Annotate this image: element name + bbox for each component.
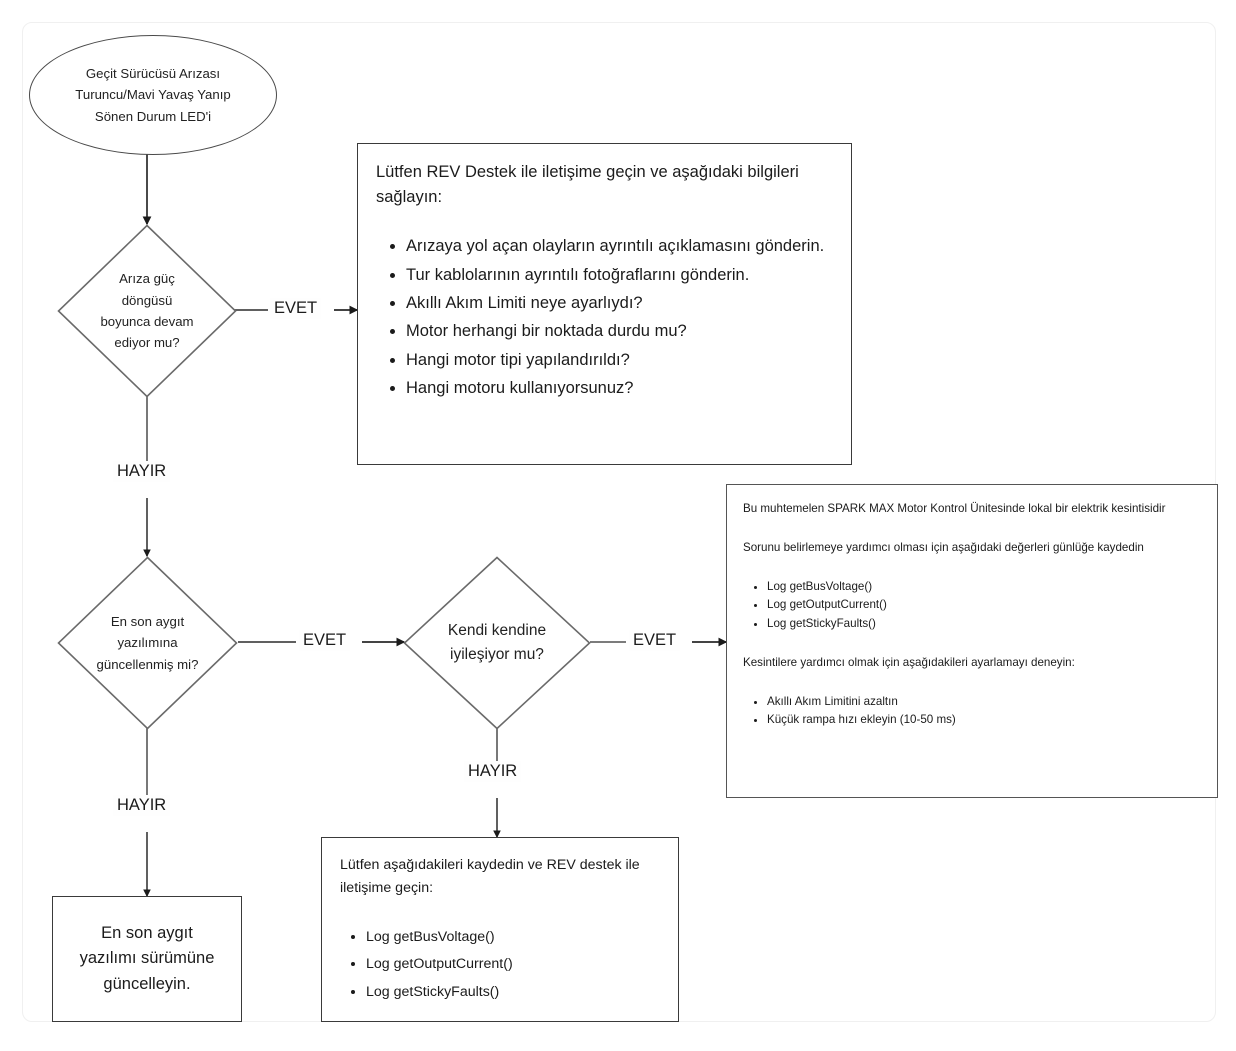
node-decision2-label: En son aygıt yazılımına güncellenmiş mi?	[57, 556, 238, 730]
brownout-box-list: Log getBusVoltage() Log getOutputCurrent…	[743, 578, 1201, 634]
update-box-line-3: güncelleyin.	[103, 974, 191, 993]
brownout-box-bullet-2: Log getOutputCurrent()	[767, 596, 1201, 615]
brownout-box-bullet2-2: Küçük rampa hızı ekleyin (10-50 ms)	[767, 711, 1201, 730]
support-box-intro: Lütfen REV Destek ile iletişime geçin ve…	[376, 163, 799, 207]
node-start-terminator: Geçit Sürücüsü Arızası Turuncu/Mavi Yava…	[29, 35, 277, 155]
update-box-line-2: yazılımı sürümüne	[79, 949, 215, 968]
node-decision3-line-1: Kendi kendine	[447, 621, 547, 639]
support-box-bullet-1: Arızaya yol açan olayların ayrıntılı açı…	[406, 232, 833, 260]
log-box-list: Log getBusVoltage() Log getOutputCurrent…	[340, 924, 660, 1006]
brownout-box-intro2: Sorunu belirlemeye yardımcı olması için …	[743, 540, 1144, 554]
diamond-shape-icon	[57, 556, 238, 730]
node-decision3-label: Kendi kendine iyileşiyor mu?	[403, 556, 591, 730]
support-box-list: Arızaya yol açan olayların ayrıntılı açı…	[376, 232, 833, 402]
node-decision2-line-1: En son aygıt	[110, 613, 185, 629]
brownout-box-intro: Bu muhtemelen SPARK MAX Motor Kontrol Ün…	[743, 502, 1166, 515]
node-start-line-2: Turuncu/Mavi Yavaş Yanıp	[75, 87, 231, 103]
node-decision-power-cycle: Arıza güç döngüsü boyunca devam ediyor m…	[57, 224, 237, 398]
log-box-bullet-2: Log getOutputCurrent()	[366, 951, 660, 978]
node-decision1-line-1: Arıza güç	[119, 271, 175, 287]
update-box-line-1: En son aygıt	[101, 923, 193, 942]
node-start-line-1: Geçit Sürücüsü Arızası	[85, 65, 221, 81]
node-start-line-3: Sönen Durum LED'i	[94, 108, 212, 124]
diamond-shape-icon	[57, 224, 237, 398]
support-box-bullet-5: Hangi motor tipi yapılandırıldı?	[406, 346, 833, 374]
support-box-bullet-4: Motor herhangi bir noktada durdu mu?	[406, 317, 833, 345]
diamond-shape-icon	[403, 556, 591, 730]
support-box-bullet-2: Tur kablolarının ayrıntılı fotoğrafların…	[406, 261, 833, 289]
update-box-text: En son aygıt yazılımı sürümüne güncelley…	[80, 921, 215, 998]
support-box-bullet-6: Hangi motoru kullanıyorsunuz?	[406, 374, 833, 402]
edge-label-decision2-no: HAYIR	[113, 795, 171, 816]
node-decision1-line-4: ediyor mu?	[114, 335, 180, 351]
node-decision-self-recovers: Kendi kendine iyileşiyor mu?	[403, 556, 591, 730]
node-decision1-line-3: boyunca devam	[100, 314, 194, 329]
edge-label-decision3-no: HAYIR	[464, 761, 522, 782]
brownout-box-bullet2-1: Akıllı Akım Limitini azaltın	[767, 693, 1201, 712]
edge-label-decision1-yes: EVET	[270, 298, 322, 319]
log-box-bullet-3: Log getStickyFaults()	[366, 979, 660, 1006]
edge-label-decision2-yes: EVET	[299, 630, 351, 651]
node-start-text: Geçit Sürücüsü Arızası Turuncu/Mavi Yava…	[65, 63, 240, 128]
node-decision1-line-2: döngüsü	[121, 292, 173, 308]
node-log-support-box: Lütfen aşağıdakileri kaydedin ve REV des…	[321, 837, 679, 1022]
brownout-box-bullet-3: Log getStickyFaults()	[767, 615, 1201, 634]
log-box-intro: Lütfen aşağıdakileri kaydedin ve REV des…	[340, 857, 640, 896]
node-decision3-line-2: iyileşiyor mu?	[450, 646, 544, 663]
brownout-box-list-2: Akıllı Akım Limitini azaltın Küçük rampa…	[743, 693, 1201, 731]
node-support-info-box: Lütfen REV Destek ile iletişime geçin ve…	[357, 143, 852, 465]
edge-label-decision3-yes: EVET	[629, 630, 681, 651]
brownout-box-bullet-1: Log getBusVoltage()	[767, 578, 1201, 597]
node-decision2-line-3: güncellenmiş mi?	[96, 656, 199, 672]
node-update-firmware-box: En son aygıt yazılımı sürümüne güncelley…	[52, 896, 242, 1022]
node-decision1-label: Arıza güç döngüsü boyunca devam ediyor m…	[57, 224, 237, 398]
node-decision2-line-2: yazılımına	[117, 635, 178, 651]
support-box-bullet-3: Akıllı Akım Limiti neye ayarlıydı?	[406, 289, 833, 317]
brownout-box-outro: Kesintilere yardımcı olmak için aşağıdak…	[743, 655, 1075, 669]
edge-label-decision1-no: HAYIR	[113, 461, 171, 482]
node-brownout-info-box: Bu muhtemelen SPARK MAX Motor Kontrol Ün…	[726, 484, 1218, 798]
log-box-bullet-1: Log getBusVoltage()	[366, 924, 660, 951]
node-decision-firmware-updated: En son aygıt yazılımına güncellenmiş mi?	[57, 556, 238, 730]
